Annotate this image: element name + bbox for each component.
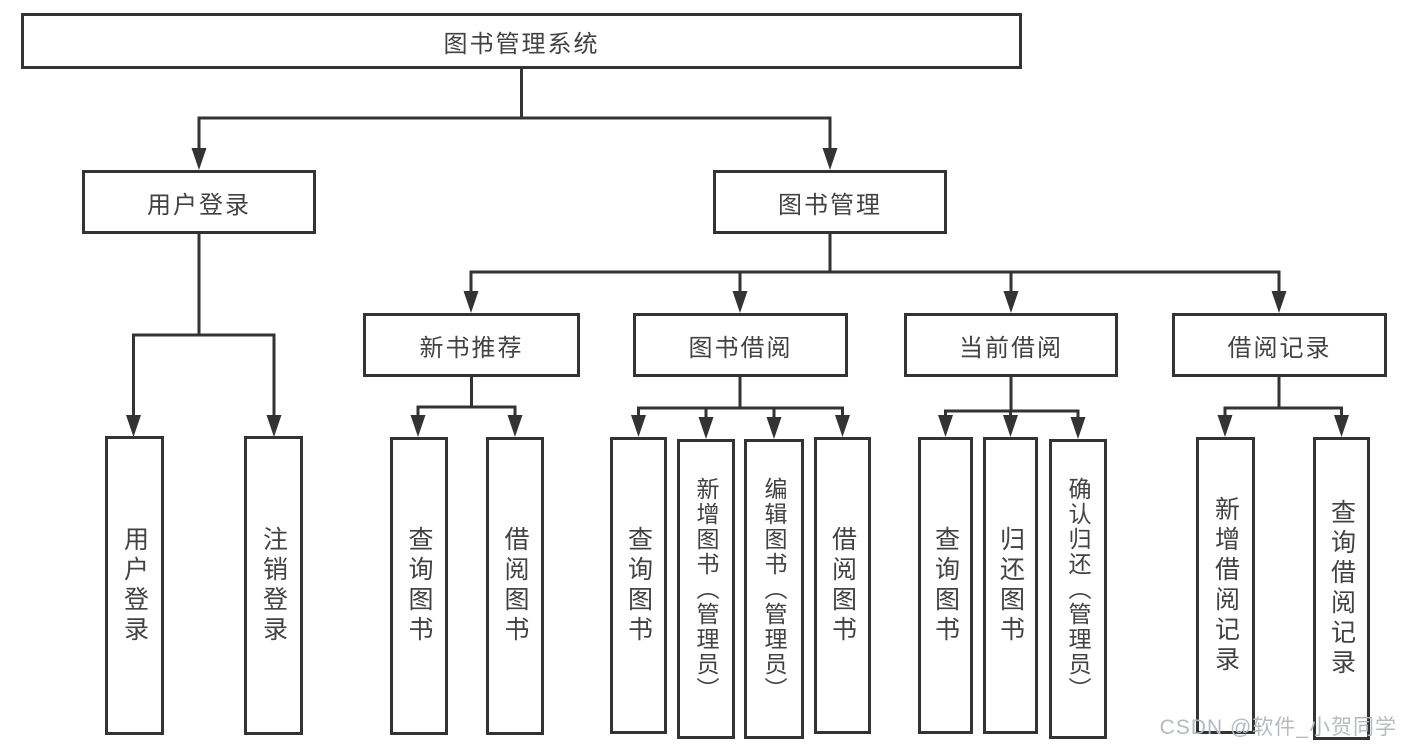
node-library-system-label: 图书管理系统 xyxy=(443,30,600,58)
connector-borrow-to-leaves xyxy=(637,372,844,423)
node-current-borrowing: 当前借阅 xyxy=(904,313,1118,377)
leaf-user-login-label: 用户登录 xyxy=(120,525,149,646)
node-user-login: 用户登录 xyxy=(82,170,316,234)
arrow-down-icon xyxy=(410,415,426,437)
node-library-system: 图书管理系统 xyxy=(21,13,1022,69)
leaf-add-borrow-record-label: 新增借阅记录 xyxy=(1211,495,1240,676)
leaf-return-book-label: 归还图书 xyxy=(996,525,1025,646)
node-book-borrowing: 图书借阅 xyxy=(633,313,848,377)
node-user-login-label: 用户登录 xyxy=(147,191,251,219)
connector-root-to-level1 xyxy=(197,67,832,154)
leaf-query-books-current-label: 查询图书 xyxy=(931,525,960,646)
arrow-down-icon xyxy=(463,291,479,313)
node-borrowing-records-label: 借阅记录 xyxy=(1227,334,1332,362)
leaf-borrow-books-borrowing-label: 借阅图书 xyxy=(828,525,857,646)
arrow-down-icon xyxy=(1271,291,1287,313)
node-book-management: 图书管理 xyxy=(713,170,947,234)
leaf-borrow-books-borrowing: 借阅图书 xyxy=(814,437,871,734)
leaf-confirm-return-admin: 确认归还（管理员） xyxy=(1049,439,1107,739)
leaf-query-books-current: 查询图书 xyxy=(918,437,973,734)
leaf-add-borrow-record: 新增借阅记录 xyxy=(1196,437,1255,734)
connector-book-mgmt-to-level2 xyxy=(469,232,1281,297)
node-new-book-recommendation: 新书推荐 xyxy=(363,313,580,377)
arrow-down-icon xyxy=(631,415,646,437)
arrow-down-icon xyxy=(766,417,782,439)
leaf-query-borrow-record-label: 查询借阅记录 xyxy=(1327,498,1356,679)
arrow-down-icon xyxy=(835,415,850,437)
arrow-down-icon xyxy=(1334,415,1349,437)
leaf-query-books-borrowing-label: 查询图书 xyxy=(624,525,653,646)
connector-records-to-leaves xyxy=(1223,375,1343,421)
leaf-logout-label: 注销登录 xyxy=(259,525,288,646)
arrow-down-icon xyxy=(126,415,141,437)
arrow-down-icon xyxy=(822,148,838,170)
leaf-query-books-borrowing: 查询图书 xyxy=(610,437,667,734)
leaf-add-book-admin: 新增图书（管理员） xyxy=(677,439,735,739)
leaf-logout: 注销登录 xyxy=(244,436,303,735)
arrow-down-icon xyxy=(732,291,748,313)
leaf-confirm-return-admin-label: 确认归还（管理员） xyxy=(1065,476,1091,702)
arrow-down-icon xyxy=(938,415,953,437)
node-borrowing-records: 借阅记录 xyxy=(1172,313,1387,377)
node-book-management-label: 图书管理 xyxy=(778,191,882,219)
arrow-down-icon xyxy=(1003,415,1018,437)
leaf-edit-book-admin-label: 编辑图书（管理员） xyxy=(761,476,787,702)
connector-current-to-leaves xyxy=(944,375,1080,423)
connector-user-login-to-leaves xyxy=(132,232,276,421)
leaf-query-books-recommend: 查询图书 xyxy=(390,437,448,735)
node-current-borrowing-label: 当前借阅 xyxy=(959,334,1063,362)
leaf-return-book: 归还图书 xyxy=(983,437,1038,734)
leaf-query-borrow-record: 查询借阅记录 xyxy=(1313,437,1370,740)
leaf-add-book-admin-label: 新增图书（管理员） xyxy=(693,476,719,702)
arrow-down-icon xyxy=(1070,417,1086,439)
leaf-borrow-books-recommend: 借阅图书 xyxy=(486,437,544,735)
arrow-down-icon xyxy=(266,415,282,437)
arrow-down-icon xyxy=(1003,291,1019,313)
leaf-query-books-recommend-label: 查询图书 xyxy=(405,526,433,646)
leaf-edit-book-admin: 编辑图书（管理员） xyxy=(744,439,804,739)
leaf-user-login: 用户登录 xyxy=(105,436,164,735)
connector-newbook-to-leaves xyxy=(416,375,517,421)
csdn-watermark: CSDN @软件_小贺同学 xyxy=(1159,716,1397,739)
node-book-borrowing-label: 图书借阅 xyxy=(688,334,793,362)
arrow-down-icon xyxy=(191,148,207,170)
leaf-borrow-books-recommend-label: 借阅图书 xyxy=(501,526,529,646)
arrow-down-icon xyxy=(507,415,523,437)
node-new-book-recommendation-label: 新书推荐 xyxy=(419,334,524,362)
arrow-down-icon xyxy=(698,417,714,439)
arrow-down-icon xyxy=(1217,415,1233,437)
